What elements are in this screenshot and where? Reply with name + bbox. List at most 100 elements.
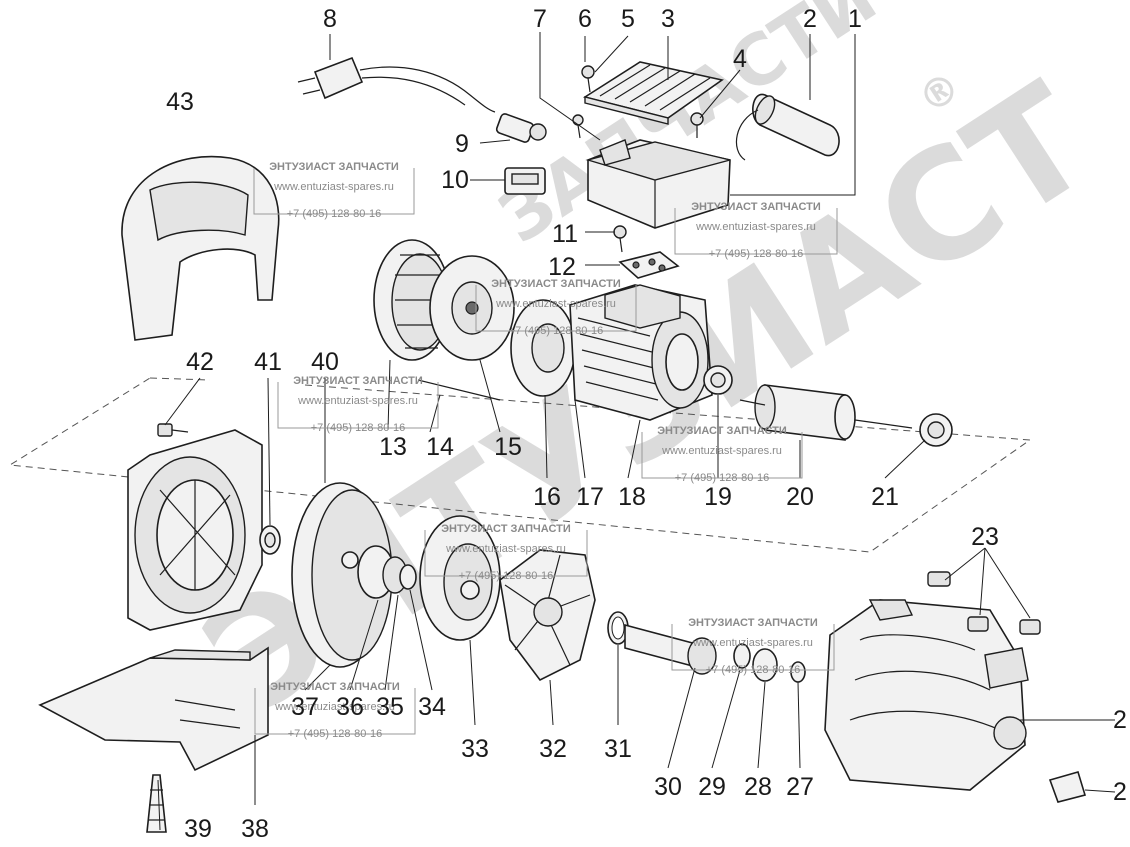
o-ring <box>607 611 629 645</box>
stamp-url: www.entuziast-spares.ru <box>661 445 782 457</box>
part-number-41: 41 <box>254 348 282 376</box>
part-number-33: 33 <box>461 735 489 763</box>
part-number-43: 43 <box>166 88 194 116</box>
part-number-9: 9 <box>455 130 469 158</box>
handle <box>121 155 280 341</box>
part-number-plug-cut: 2 <box>1113 778 1127 806</box>
part-number-27: 27 <box>786 773 814 801</box>
stamp-4: ЭНТУЗИАСТ ЗАПЧАСТИ www.entuziast-spares.… <box>277 375 439 434</box>
diffuser <box>499 549 596 682</box>
part-number-38: 38 <box>241 815 269 843</box>
stamp-phone: +7 (495) 128-80-16 <box>706 664 800 676</box>
stamp-phone: +7 (495) 128-80-16 <box>675 472 769 484</box>
end-shield <box>510 299 576 397</box>
stamp-phone: +7 (495) 128-80-16 <box>287 208 381 220</box>
shaft-seal <box>357 545 417 599</box>
stamp-8: ЭНТУЗИАСТ ЗАПЧАСТИ www.entuziast-spares.… <box>254 681 416 740</box>
stamp-url: www.entuziast-spares.ru <box>273 181 394 193</box>
stamp-6: ЭНТУЗИАСТ ЗАПЧАСТИ www.entuziast-spares.… <box>424 523 588 582</box>
switch <box>504 167 546 195</box>
pump-bracket <box>127 429 263 631</box>
stamp-1: ЭНТУЗИАСТ ЗАПЧАСТИ www.entuziast-spares.… <box>253 161 415 220</box>
stamp-url: www.entuziast-spares.ru <box>297 395 418 407</box>
part-number-6: 6 <box>578 5 592 33</box>
venturi-tube <box>624 623 717 675</box>
part-number-12: 12 <box>548 253 576 281</box>
part-number-11: 11 <box>552 220 578 248</box>
pump-housing <box>824 599 1029 791</box>
stamp-title: ЭНТУЗИАСТ ЗАПЧАСТИ <box>688 617 818 629</box>
nozzle-parts <box>733 643 806 683</box>
part-number-21: 21 <box>871 483 899 511</box>
terminal-box <box>585 139 731 229</box>
part-number-31: 31 <box>604 735 632 763</box>
part-number-19: 19 <box>704 483 732 511</box>
stamp-title: ЭНТУЗИАСТ ЗАПЧАСТИ <box>293 375 423 387</box>
pump-cover <box>291 482 393 668</box>
tie-rod <box>417 379 501 401</box>
stamp-url: www.entuziast-spares.ru <box>445 543 566 555</box>
part-number-2: 2 <box>803 5 817 33</box>
part-number-37: 37 <box>291 693 319 721</box>
stamp-url: www.entuziast-spares.ru <box>274 701 395 713</box>
part-number-7: 7 <box>533 5 547 33</box>
part-number-23: 23 <box>971 523 999 551</box>
base-screw <box>146 774 167 833</box>
terminal-block <box>618 251 680 279</box>
base-foot <box>38 646 269 772</box>
motor-housing <box>569 284 713 421</box>
part-number-1: 1 <box>848 5 862 33</box>
stamp-7: ЭНТУЗИАСТ ЗАПЧАСТИ www.entuziast-spares.… <box>671 617 835 676</box>
part-number-42: 42 <box>186 348 214 376</box>
stamp-title: ЭНТУЗИАСТ ЗАПЧАСТИ <box>441 523 571 535</box>
part-number-30: 30 <box>654 773 682 801</box>
part-number-5: 5 <box>621 5 635 33</box>
stamp-3: ЭНТУЗИАСТ ЗАПЧАСТИ www.entuziast-spares.… <box>475 278 637 337</box>
bearing-front <box>703 365 733 395</box>
stamp-watermarks: ЭНТУЗИАСТ ЗАПЧАСТИ www.entuziast-spares.… <box>253 161 838 740</box>
part-number-34: 34 <box>418 693 446 721</box>
stamp-url: www.entuziast-spares.ru <box>695 221 816 233</box>
part-number-36: 36 <box>336 693 364 721</box>
stamp-phone: +7 (495) 128-80-16 <box>509 325 603 337</box>
part-number-15: 15 <box>494 433 522 461</box>
rotor <box>739 384 913 441</box>
bearing-rear <box>919 413 953 447</box>
stamp-title: ЭНТУЗИАСТ ЗАПЧАСТИ <box>691 201 821 213</box>
part-number-10: 10 <box>441 166 469 194</box>
stamp-5: ЭНТУЗИАСТ ЗАПЧАСТИ www.entuziast-spares.… <box>641 425 803 484</box>
stamp-phone: +7 (495) 128-80-16 <box>709 248 803 260</box>
fan <box>429 255 515 361</box>
terminal-cover <box>583 61 724 125</box>
part-number-28: 28 <box>744 773 772 801</box>
cable-gland <box>495 113 547 143</box>
part-number-8: 8 <box>323 5 337 33</box>
stamp-phone: +7 (495) 128-80-16 <box>311 422 405 434</box>
bracket-screw <box>157 423 189 437</box>
stamp-title: ЭНТУЗИАСТ ЗАПЧАСТИ <box>269 161 399 173</box>
capacitor <box>735 93 840 161</box>
washer <box>259 525 281 555</box>
stamp-title: ЭНТУЗИАСТ ЗАПЧАСТИ <box>270 681 400 693</box>
part-number-35: 35 <box>376 693 404 721</box>
part-number-14: 14 <box>426 433 454 461</box>
stamp-url: www.entuziast-spares.ru <box>692 637 813 649</box>
drain-plugs <box>927 571 1087 803</box>
power-plug <box>297 56 496 113</box>
part-number-3: 3 <box>661 5 675 33</box>
stamp-phone: +7 (495) 128-80-16 <box>288 728 382 740</box>
part-number-32: 32 <box>539 735 567 763</box>
screws <box>572 65 704 253</box>
stamp-url: www.entuziast-spares.ru <box>495 298 616 310</box>
part-number-18: 18 <box>618 483 646 511</box>
part-number-29: 29 <box>698 773 726 801</box>
part-number-16: 16 <box>533 483 561 511</box>
leader-lines <box>157 32 1116 831</box>
stamp-title: ЭНТУЗИАСТ ЗАПЧАСТИ <box>491 278 621 290</box>
part-number-housing-cut: 2 <box>1113 706 1127 734</box>
part-number-39: 39 <box>184 815 212 843</box>
part-number-40: 40 <box>311 348 339 376</box>
part-number-20: 20 <box>786 483 814 511</box>
